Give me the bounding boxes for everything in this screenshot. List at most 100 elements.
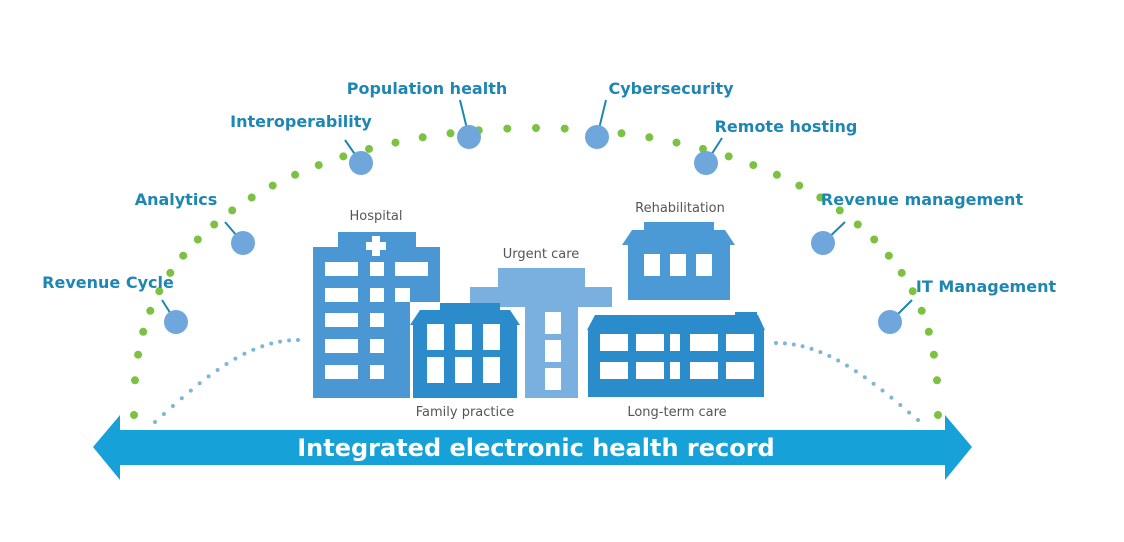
inner-arc-dot: [197, 381, 202, 386]
inner-arc-dot: [862, 375, 867, 380]
service-label: Revenue management: [821, 190, 1024, 209]
inner-arc-dot: [233, 356, 238, 361]
arc-dot: [645, 133, 654, 142]
arc-dot: [929, 350, 938, 359]
urgent-care-building-icon: [470, 268, 612, 398]
arc-dot: [933, 376, 941, 385]
service-label: Interoperability: [230, 112, 372, 131]
inner-arc-dot: [898, 403, 903, 407]
service-node: Cybersecurity: [585, 79, 734, 149]
inner-arc-dot: [224, 362, 229, 366]
inner-arc-dot: [278, 339, 283, 344]
service-node: Remote hosting: [694, 117, 857, 175]
arc-dot: [134, 350, 143, 359]
double-arrow-band: [93, 415, 972, 480]
arc-dot: [365, 144, 373, 153]
inner-arc-dot: [782, 341, 787, 346]
arc-dot: [795, 181, 804, 190]
urgent-care-label: Urgent care: [503, 247, 580, 262]
service-nodes: Revenue Cycle Analytics Interoperability Po…: [42, 79, 1056, 334]
arc-dot: [139, 327, 148, 336]
arc-dot: [672, 138, 681, 147]
arc-dot: [908, 287, 917, 296]
family-practice-building-icon: [410, 303, 520, 398]
inner-arc-dot: [242, 351, 247, 356]
service-label: Cybersecurity: [608, 79, 734, 98]
arc-dot: [772, 170, 781, 179]
rehabilitation-building-icon: [622, 222, 735, 300]
inner-arc-dot: [853, 369, 858, 374]
inner-arc-dot: [179, 396, 184, 401]
arc-dot: [210, 220, 219, 229]
arc-dot: [155, 287, 164, 296]
arc-dot: [617, 129, 626, 138]
inner-arc-dot: [153, 420, 157, 424]
service-node: Revenue Cycle: [42, 273, 188, 334]
arc-dot: [835, 206, 844, 215]
node-circle-icon: [585, 125, 609, 149]
inner-arc-dot: [880, 388, 885, 393]
inner-arc-dot: [836, 358, 841, 363]
arc-dot: [268, 181, 277, 190]
service-node: Analytics: [135, 190, 255, 255]
inner-arc-dot: [889, 395, 894, 400]
inner-dotted-arcs: [153, 338, 920, 424]
arc-dot: [699, 144, 707, 153]
family-practice-label: Family practice: [416, 405, 515, 420]
node-circle-icon: [164, 310, 188, 334]
arc-dot: [870, 235, 879, 244]
node-circle-icon: [457, 125, 481, 149]
long-term-care-building-icon: [587, 312, 765, 397]
inner-arc-dot: [206, 374, 211, 379]
inner-arc-dot: [845, 363, 849, 368]
inner-arc-dot: [188, 388, 193, 393]
inner-arc-dot: [774, 341, 778, 345]
inner-arc-dot: [161, 412, 166, 416]
service-label: IT Management: [916, 277, 1057, 296]
inner-arc-dot: [260, 344, 265, 349]
node-circle-icon: [878, 310, 902, 334]
arc-dot: [816, 193, 825, 202]
node-circle-icon: [694, 151, 718, 175]
outer-dotted-arc: [130, 124, 942, 419]
ehr-title: Integrated electronic health record: [297, 434, 775, 462]
node-circle-icon: [349, 151, 373, 175]
arc-dot: [897, 268, 906, 277]
arc-dot: [228, 206, 237, 215]
inner-arc-dot: [809, 346, 814, 351]
arc-dot: [130, 411, 138, 419]
inner-arc-dot: [791, 342, 796, 347]
arc-dot: [146, 306, 155, 315]
service-node: Population health: [347, 79, 508, 149]
node-circle-icon: [811, 231, 835, 255]
arc-dot: [934, 411, 942, 419]
arc-dot: [446, 129, 455, 138]
arc-dot: [749, 161, 758, 170]
arc-dot: [924, 327, 933, 336]
service-label: Revenue Cycle: [42, 273, 174, 292]
arc-dot: [418, 133, 427, 142]
arc-dot: [917, 306, 926, 315]
arc-dot: [291, 170, 300, 179]
arc-dot: [131, 376, 139, 385]
inner-arc-dot: [170, 404, 175, 408]
arc-dot: [247, 193, 256, 202]
inner-arc-dot: [215, 368, 220, 372]
arc-dot: [166, 268, 175, 277]
rehabilitation-label: Rehabilitation: [635, 201, 725, 216]
service-node: IT Management: [878, 277, 1056, 334]
node-circle-icon: [231, 231, 255, 255]
arc-dot: [532, 124, 540, 132]
hospital-building-icon: [313, 232, 440, 398]
inner-arc-dot: [907, 410, 912, 415]
inner-arc-dot: [916, 418, 920, 422]
arc-dot: [193, 235, 202, 244]
inner-arc-dot: [827, 354, 832, 358]
service-label: Analytics: [135, 190, 218, 209]
service-label: Population health: [347, 79, 508, 98]
arc-dot: [339, 152, 348, 161]
inner-arc-dot: [269, 341, 274, 346]
inner-arc-dot: [818, 350, 823, 355]
